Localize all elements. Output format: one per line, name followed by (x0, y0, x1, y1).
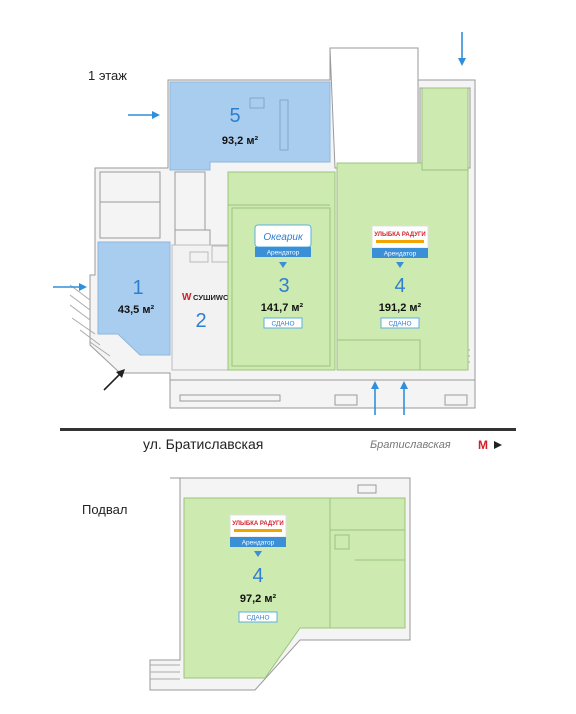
ulybka-logo: УЛЫБКА РАДУГИ (374, 232, 425, 238)
basement-label: Подвал (82, 502, 128, 517)
unit-2[interactable]: W СУШИWOK 2 (171, 244, 235, 371)
unit-3-area: 141,7 м² (261, 302, 304, 314)
arrow-right-icon (53, 283, 87, 291)
unit-5-area: 93,2 м² (222, 135, 259, 147)
arrow-right-icon (494, 441, 502, 449)
street-line (60, 428, 516, 431)
unit-4[interactable]: УЛЫБКА РАДУГИ Арендатор 4 191,2 м² СДАНО (336, 87, 469, 371)
unit-3-status: СДАНО (271, 321, 294, 328)
basement-unit-4[interactable]: УЛЫБКА РАДУГИ Арендатор 4 97,2 м² СДАНО (183, 497, 406, 679)
entrance-arrows (53, 32, 466, 415)
unit-4-number: 4 (394, 275, 405, 297)
basement-tenant-note: Арендатор (242, 540, 275, 547)
basement-unit-area: 97,2 м² (240, 593, 277, 605)
unit-3-tenant-note: Арендатор (267, 250, 300, 257)
unit-1-number: 1 (132, 277, 143, 299)
arrow-right-icon (128, 111, 160, 119)
basement-unit-number: 4 (252, 565, 263, 587)
unit-4-tenant-note: Арендатор (384, 251, 417, 258)
street-name: ул. Братиславская (143, 436, 264, 452)
pointer-icon (396, 262, 404, 268)
unit-5-number: 5 (229, 105, 240, 127)
svg-text:M: M (478, 438, 488, 452)
unit-1[interactable]: 1 43,5 м² (97, 241, 171, 356)
arrow-up-icon (371, 381, 379, 415)
unit-4-status: СДАНО (388, 321, 411, 328)
basement-unit-status: СДАНО (246, 615, 269, 622)
unit-2-number: 2 (195, 310, 206, 332)
sushiwok-logo-mark: W (182, 292, 192, 303)
metro-station: Братиславская (370, 439, 451, 451)
entrance-arrow-dark (103, 369, 125, 391)
first-floor-label: 1 этаж (88, 68, 127, 83)
metro-icon: M (478, 438, 502, 452)
unit-3-number: 3 (278, 275, 289, 297)
okeyarik-logo: Океарик (263, 232, 304, 243)
arrow-up-icon (400, 381, 408, 415)
arrow-down-icon (458, 32, 466, 66)
unit-3[interactable]: Океарик Арендатор 3 141,7 м² СДАНО (227, 171, 336, 371)
basement-ulybka-logo: УЛЫБКА РАДУГИ (232, 521, 283, 527)
pointer-icon (279, 262, 287, 268)
unit-5[interactable]: 5 93,2 м² (169, 81, 331, 171)
unit-1-area: 43,5 м² (118, 304, 155, 316)
sushiwok-brand: СУШИWOK (193, 293, 235, 302)
pointer-icon (254, 551, 262, 557)
unit-4-area: 191,2 м² (379, 302, 422, 314)
